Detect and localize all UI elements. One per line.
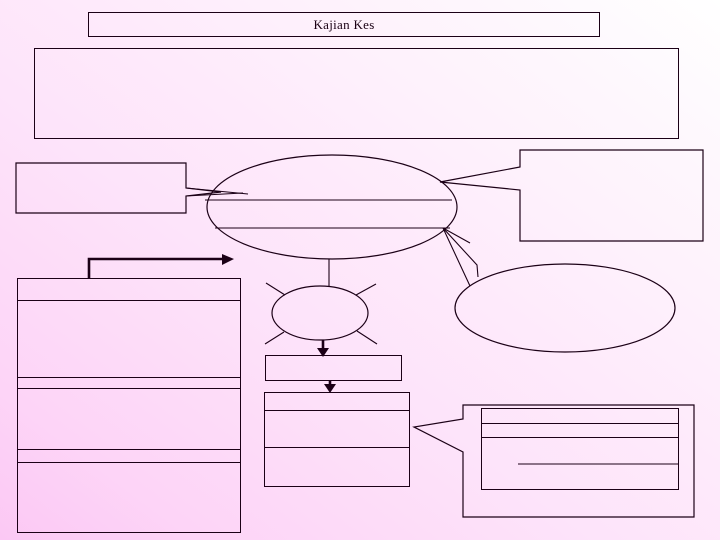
callout-right-oval-tail: [442, 227, 479, 287]
table-row[interactable]: [482, 438, 678, 459]
banner-box[interactable]: [34, 48, 679, 139]
arrowhead-left-table-to-ellipse: [222, 254, 234, 265]
table-row[interactable]: [18, 463, 240, 532]
callout-right-oval-tail-barb: [442, 227, 471, 244]
slide-title-box[interactable]: Kajian Kes: [88, 12, 600, 37]
table-row[interactable]: [18, 378, 240, 390]
arrow-left-table-to-ellipse: [87, 257, 224, 278]
table-row[interactable]: [482, 424, 678, 439]
callout-right-rect-body[interactable]: [520, 150, 703, 241]
page-title: Kajian Kes: [313, 16, 375, 32]
center-table[interactable]: [264, 392, 410, 487]
callout-right-rect[interactable]: [439, 149, 704, 242]
table-row[interactable]: [265, 411, 409, 448]
table-row[interactable]: [18, 301, 240, 379]
burst-ray-top-left: [265, 282, 286, 296]
callout-right-oval[interactable]: [454, 263, 676, 353]
table-row[interactable]: [265, 448, 409, 486]
center-small-box[interactable]: [265, 355, 402, 381]
burst-ellipse[interactable]: [271, 285, 369, 341]
callout-left-body[interactable]: [16, 163, 186, 213]
left-table[interactable]: [17, 278, 241, 533]
burst-ray-top-right: [355, 283, 377, 296]
table-row[interactable]: [18, 389, 240, 450]
burst-ray-bottom-right: [356, 330, 378, 345]
table-row[interactable]: [18, 279, 240, 301]
table-row[interactable]: [482, 460, 678, 489]
table-row[interactable]: [265, 393, 409, 411]
table-row[interactable]: [482, 409, 678, 424]
burst-ray-bottom-left: [264, 331, 285, 345]
callout-bottom-right[interactable]: [412, 404, 695, 518]
center-ellipse[interactable]: [206, 154, 458, 260]
callout-bottom-right-inner-table[interactable]: [481, 408, 679, 490]
table-row[interactable]: [18, 450, 240, 463]
